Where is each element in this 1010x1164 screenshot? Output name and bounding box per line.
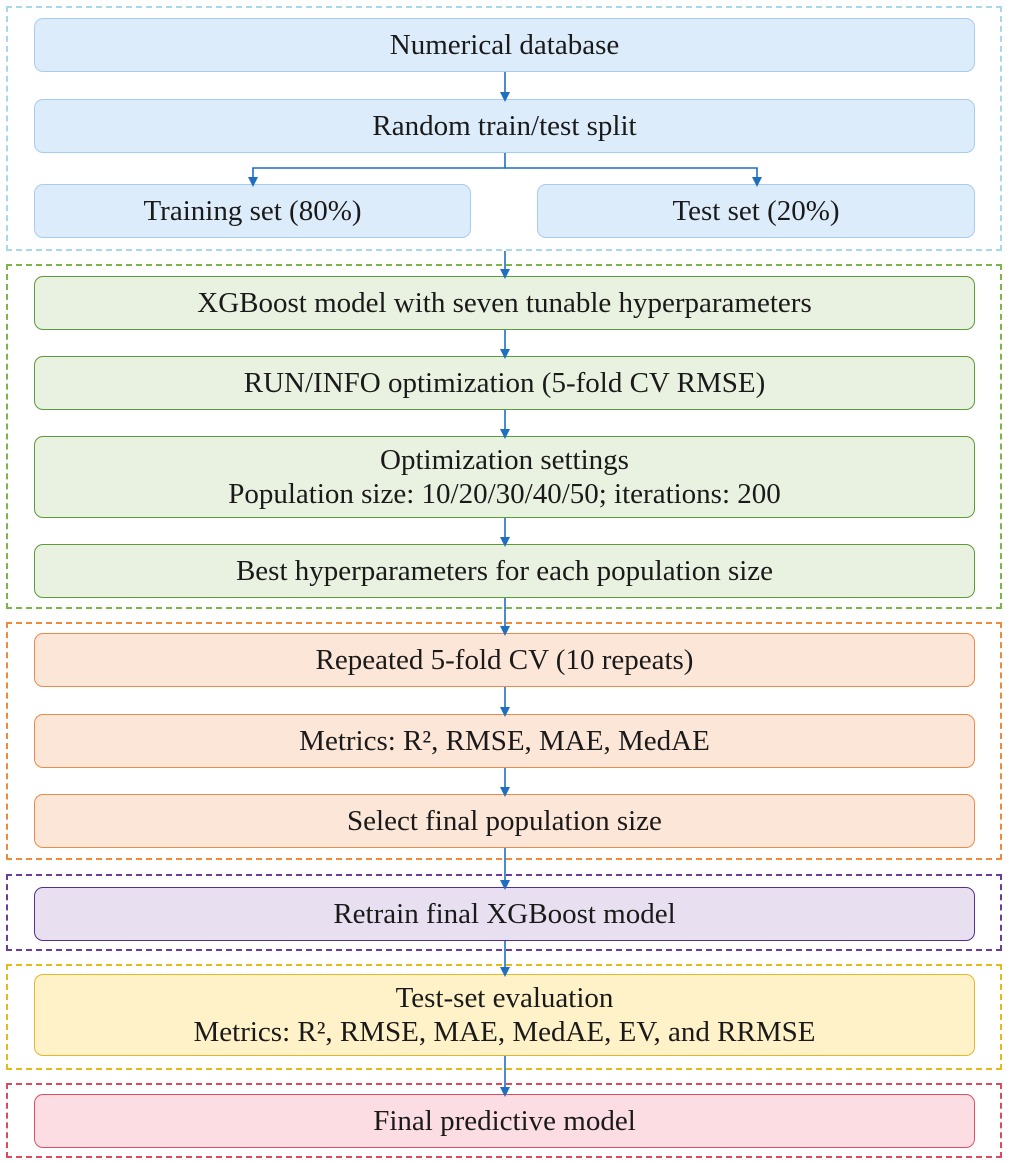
test-set-node: Test set (20%) (537, 184, 975, 238)
hyperparameter-optimization-group (6, 264, 1002, 609)
test-evaluation-title: Test-set evaluation (395, 982, 614, 1014)
optimization-settings-title: Optimization settings (380, 444, 629, 476)
final-model-label: Final predictive model (373, 1105, 636, 1137)
numerical-database-label: Numerical database (389, 29, 620, 61)
final-model-node: Final predictive model (34, 1094, 975, 1148)
test-evaluation-detail: Metrics: R², RMSE, MAE, MedAE, EV, and R… (193, 1016, 816, 1048)
retrain-model-label: Retrain final XGBoost model (333, 898, 676, 930)
retrain-group (6, 874, 1002, 951)
final-model-group (6, 1083, 1002, 1158)
random-split-label: Random train/test split (372, 110, 637, 142)
numerical-database-node: Numerical database (34, 18, 975, 72)
training-set-node: Training set (80%) (34, 184, 471, 238)
run-info-optimization-node: RUN/INFO optimization (5-fold CV RMSE) (34, 356, 975, 410)
repeated-cv-label: Repeated 5-fold CV (10 repeats) (315, 644, 694, 676)
test-evaluation-node: Test-set evaluation Metrics: R², RMSE, M… (34, 974, 975, 1056)
xgboost-model-node: XGBoost model with seven tunable hyperpa… (34, 276, 975, 330)
random-split-node: Random train/test split (34, 99, 975, 153)
select-population-label: Select final population size (347, 805, 662, 837)
retrain-model-node: Retrain final XGBoost model (34, 887, 975, 941)
cross-validation-group (6, 622, 1002, 860)
xgboost-model-label: XGBoost model with seven tunable hyperpa… (197, 287, 812, 319)
data-preparation-group (6, 6, 1002, 251)
optimization-settings-detail: Population size: 10/20/30/40/50; iterati… (228, 478, 781, 510)
run-info-optimization-label: RUN/INFO optimization (5-fold CV RMSE) (243, 367, 766, 399)
cv-metrics-label: Metrics: R², RMSE, MAE, MedAE (299, 725, 710, 757)
test-set-label: Test set (20%) (672, 195, 840, 227)
test-evaluation-group (6, 964, 1002, 1070)
best-hyperparameters-label: Best hyperparameters for each population… (235, 555, 774, 587)
cv-metrics-node: Metrics: R², RMSE, MAE, MedAE (34, 714, 975, 768)
best-hyperparameters-node: Best hyperparameters for each population… (34, 544, 975, 598)
select-population-node: Select final population size (34, 794, 975, 848)
optimization-settings-node: Optimization settings Population size: 1… (34, 436, 975, 518)
repeated-cv-node: Repeated 5-fold CV (10 repeats) (34, 633, 975, 687)
training-set-label: Training set (80%) (143, 195, 362, 227)
